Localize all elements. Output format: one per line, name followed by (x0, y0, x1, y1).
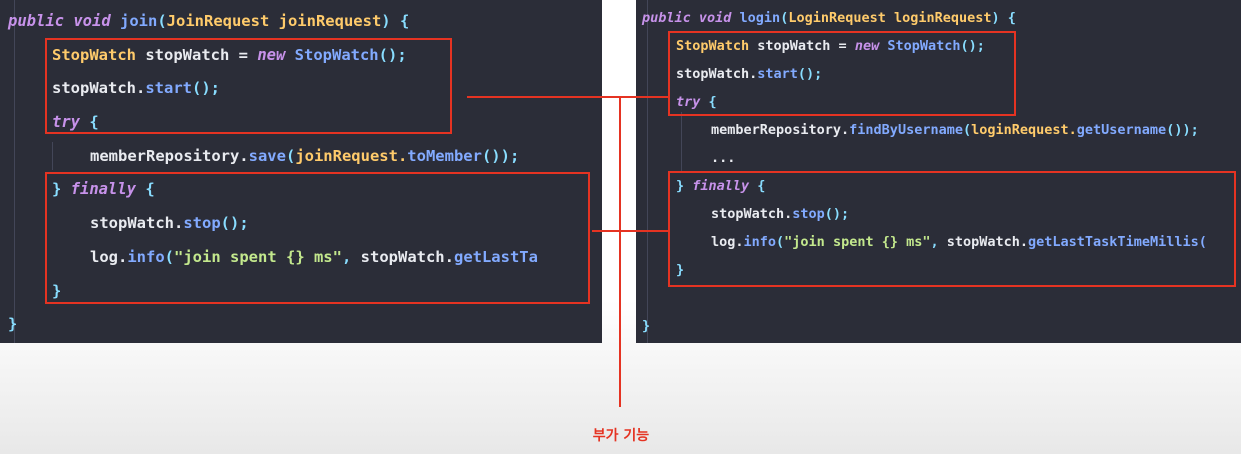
indent-guide (52, 142, 53, 170)
code-line: StopWatch stopWatch = new StopWatch(); (52, 46, 407, 64)
code-line: public void login(LoginRequest loginRequ… (642, 10, 1016, 26)
connector-line-vertical (619, 96, 621, 407)
code-line: ... (711, 150, 736, 166)
code-line: stopWatch.stop(); (711, 206, 850, 222)
indent-guide (681, 112, 682, 172)
code-line: memberRepository.save(joinRequest.toMemb… (90, 147, 520, 165)
code-line: log.info("join spent {} ms", stopWatch.g… (711, 234, 1207, 250)
highlight-box-login-start (668, 31, 1016, 116)
code-line: public void join(JoinRequest joinRequest… (8, 12, 410, 30)
code-line: log.info("join spent {} ms", stopWatch.g… (90, 248, 538, 266)
caption-label: 부가 기능 (592, 428, 650, 444)
indent-guide (14, 0, 15, 343)
code-panel-join: public void join(JoinRequest joinRequest… (0, 0, 602, 343)
code-line: memberRepository.findByUsername(loginReq… (711, 122, 1199, 138)
code-line: } (8, 315, 18, 333)
code-line: } (676, 262, 685, 278)
code-line: try { (52, 113, 99, 131)
code-line: stopWatch.stop(); (90, 214, 249, 232)
code-line: stopWatch.start(); (52, 79, 220, 97)
code-line: stopWatch.start(); (676, 66, 823, 82)
highlight-box-login-finally (668, 171, 1236, 287)
code-line: } (642, 318, 651, 334)
code-panel-login: public void login(LoginRequest loginRequ… (636, 0, 1241, 343)
highlight-box-join-start (45, 38, 452, 134)
indent-guide (647, 0, 648, 343)
code-line: StopWatch stopWatch = new StopWatch(); (676, 38, 985, 54)
highlight-box-join-finally (45, 172, 590, 304)
code-line: } (52, 282, 62, 300)
connector-line-top (467, 96, 669, 98)
connector-line-middle (592, 230, 669, 232)
code-line: } finally { (676, 178, 766, 194)
code-line: } finally { (52, 180, 155, 198)
code-line: try { (676, 94, 717, 110)
